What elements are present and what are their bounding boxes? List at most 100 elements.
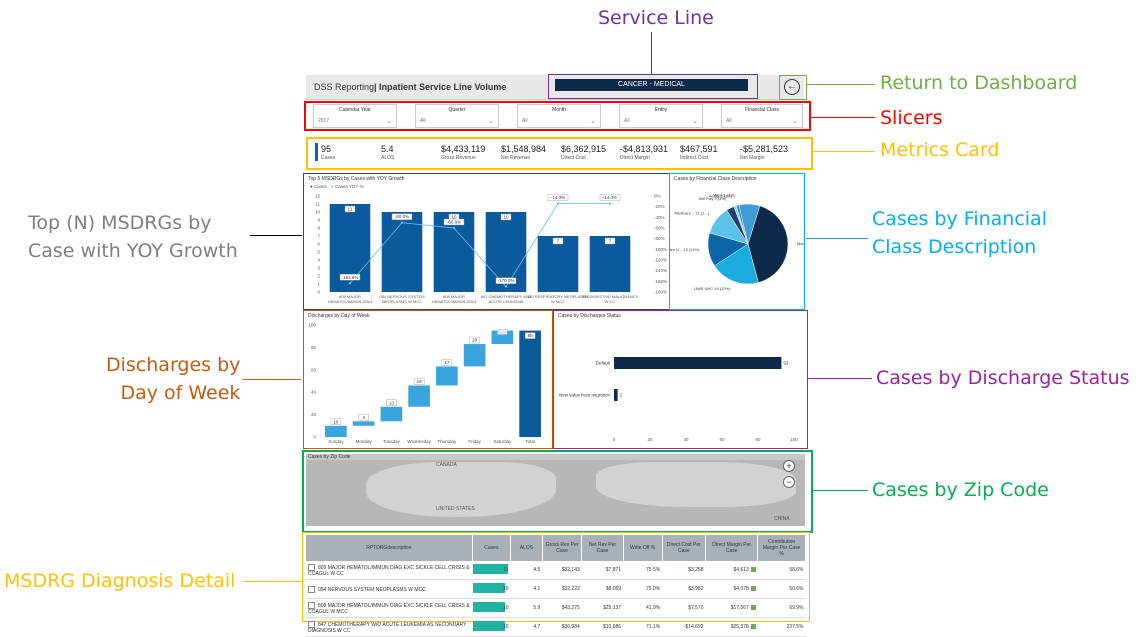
status-bar <box>614 389 618 401</box>
write-off-cell: 71.1% <box>623 617 663 637</box>
x-tick-label: 054 NERVOUS SYSTEM <box>379 294 424 299</box>
col-header[interactable]: Cases <box>472 535 512 561</box>
contribution-margin-cell: 50.6% <box>757 579 806 599</box>
bar-data-label: 93 <box>783 361 789 366</box>
expand-icon[interactable] <box>308 563 315 571</box>
zoom-out-button[interactable]: − <box>783 476 795 488</box>
cases-value: 11 <box>503 567 509 573</box>
table-row[interactable]: 809 MAJOR HEMATOL/IMMUN DIAG EXC SICKLE … <box>306 561 806 580</box>
col-header[interactable]: Write Off % <box>623 535 663 561</box>
pie-slice-label: WEA 1 (1%) <box>714 193 736 198</box>
x-tick-label: HEMATOL/IMMUN DIAG <box>432 299 477 304</box>
bar-label-box <box>386 399 397 406</box>
expand-icon[interactable] <box>308 585 315 593</box>
yoy-label-box <box>443 218 465 226</box>
col-header[interactable]: Direct Margin Per Case <box>705 535 759 561</box>
yoy-data-label: -163.6% <box>342 275 359 280</box>
bar-data-label: 19 <box>417 379 423 384</box>
table-row[interactable]: 847 CHEMOTHERAPY W/O ACUTE LEUKEMIA AS S… <box>306 617 806 637</box>
x-tick-label: Friday <box>468 439 481 444</box>
x-tick-label: Thursday <box>437 439 457 444</box>
x-tick-label: 60 <box>719 437 725 442</box>
x-tick-label: 808 MAJOR <box>443 294 465 299</box>
chevron-down-icon: ⌄ <box>692 118 698 125</box>
y2-tick-label: -120% <box>654 258 667 263</box>
top5-msdrg-chart[interactable]: Top 5 MSDRGs by Cases with YOY Growth ● … <box>303 173 671 310</box>
pie-slice <box>747 205 789 283</box>
zoom-in-button[interactable]: + <box>783 460 795 472</box>
app-name: DSS Reporting <box>314 82 375 92</box>
waterfall-bar <box>352 421 375 426</box>
status-bar <box>614 357 782 369</box>
bar-data-label: 95 <box>528 333 534 338</box>
col-header[interactable]: Gross Rev Per Case <box>542 535 583 561</box>
x-tick-label: 847 CHEMOTHERAPY W/O <box>481 294 532 299</box>
cases-data-bar <box>473 621 505 631</box>
slicers-frame <box>304 101 811 131</box>
write-off-cell: 75.5% <box>623 561 663 580</box>
direct-margin-cell: $17,567 <box>705 598 758 618</box>
bar-data-label: 17 <box>444 360 450 365</box>
status-indicator-icon <box>750 567 756 573</box>
net-rev-cell: $8,059 <box>581 579 624 599</box>
row-description: 809 MAJOR HEMATOL/IMMUN DIAG EXC SICKLE … <box>306 561 473 580</box>
bar-label-box <box>344 205 356 213</box>
bar-label-box <box>604 237 616 245</box>
table-row[interactable]: 808 MAJOR HEMATOL/IMMUN DIAG EXC SICKLE … <box>306 598 806 618</box>
x-tick-label: 20 <box>647 437 653 442</box>
col-header[interactable]: ALOS <box>510 535 543 561</box>
status-indicator-icon <box>750 586 756 592</box>
annotation-return-dashboard: Return to Dashboard <box>880 72 1078 94</box>
dow-plot: 02040608010010Sunday4Monday13Tuesday19We… <box>308 323 541 444</box>
col-header[interactable]: Contribution Margin Per Case % <box>757 535 806 561</box>
row-description: 847 CHEMOTHERAPY W/O ACUTE LEUKEMIA AS S… <box>306 617 473 637</box>
net-rev-cell: $7,871 <box>581 561 624 580</box>
cases-value: 10 <box>502 605 509 611</box>
waterfall-bar <box>491 330 514 345</box>
status-indicator-icon <box>750 605 756 611</box>
expand-icon[interactable] <box>308 601 315 609</box>
contribution-margin-cell: 69.9% <box>757 598 806 618</box>
cases-cell: 10 <box>472 617 511 637</box>
chevron-down-icon: ⌄ <box>386 118 392 125</box>
waterfall-bar <box>519 330 541 437</box>
expand-icon[interactable] <box>308 620 315 628</box>
zip-code-map[interactable]: Cases by Zip Code CANADA UNITED STATES C… <box>306 454 805 526</box>
back-arrow-icon[interactable]: ← <box>784 79 800 95</box>
page-title: | Inpatient Service Line Volume <box>374 82 507 92</box>
col-header[interactable]: RPTDRGdescription <box>306 535 473 561</box>
bar <box>381 212 423 292</box>
col-header[interactable]: Direct Cost Per Case <box>662 535 706 561</box>
net-rev-cell: $25,137 <box>581 598 624 618</box>
yoy-point <box>504 285 508 288</box>
y2-tick-label: -60% <box>654 226 665 231</box>
cases-data-bar <box>473 564 509 574</box>
direct-cost-cell: $3,258 <box>662 561 706 580</box>
fin-class-pie-chart[interactable]: Cases by Financial Class Description Med… <box>669 173 805 310</box>
yoy-point <box>400 221 404 224</box>
bar-data-label: 7 <box>557 239 560 244</box>
y-tick-label: 20 <box>311 412 317 417</box>
y-tick-label: 0 <box>313 435 316 440</box>
contribution-margin-cell: 237.5% <box>757 617 806 637</box>
gross-rev-cell: $43,275 <box>542 598 582 618</box>
yoy-data-label: -60.0% <box>447 220 461 225</box>
annotation-slicers: Slicers <box>880 107 943 129</box>
x-tick-label: HEMATOL/IMMUN DIAG <box>328 299 373 304</box>
direct-cost-cell: $3,982 <box>662 579 706 599</box>
col-header[interactable]: Net Rev Per Case <box>581 535 624 561</box>
y-tick-label: 4 <box>317 258 320 263</box>
annotation-zip-code: Cases by Zip Code <box>872 479 1049 501</box>
service-line-selector[interactable]: CANCER - MEDICAL <box>555 79 748 91</box>
yoy-label-box <box>547 194 569 201</box>
